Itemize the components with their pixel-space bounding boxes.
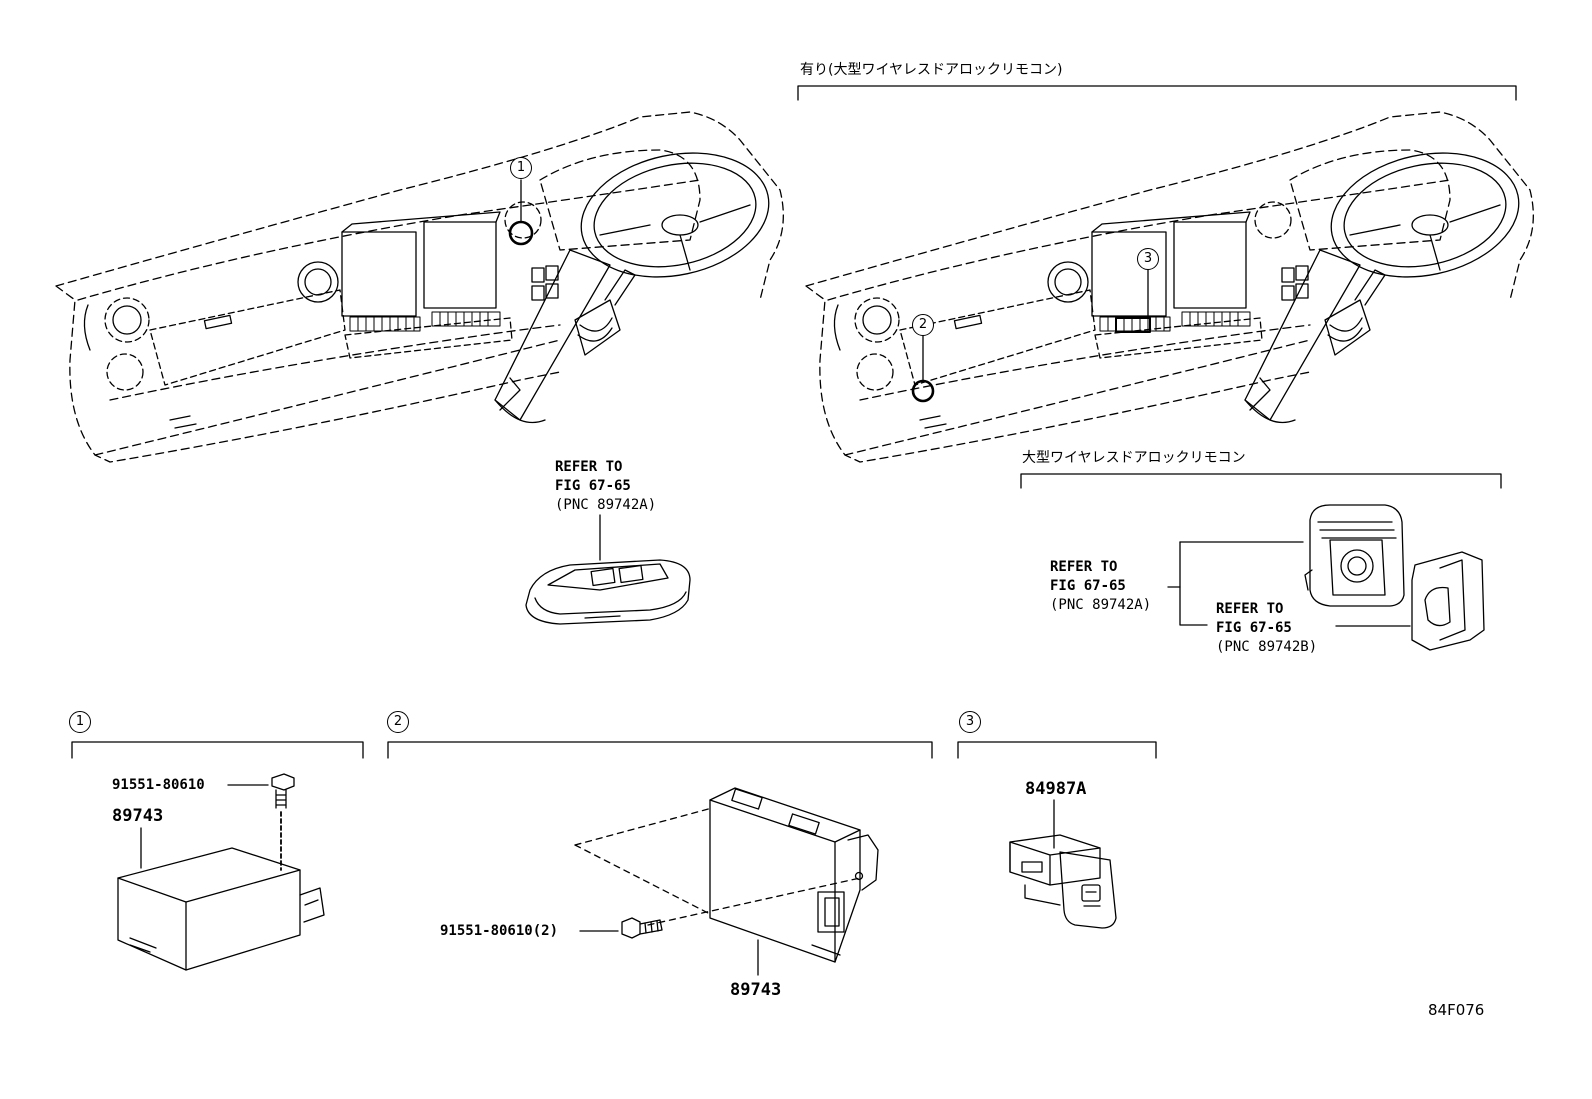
- bracket-with-remote: [797, 85, 1517, 101]
- key-fob-illustration: [525, 514, 691, 625]
- part-switch-3: 84987A: [1025, 779, 1087, 799]
- remote-a-refer-line1: REFER TO: [1050, 559, 1118, 575]
- switch-illustration: [1009, 799, 1117, 929]
- dashboard-right-illustration: [805, 111, 1534, 463]
- remote-a-refer-line2: FIG 67-65: [1050, 578, 1126, 594]
- header-with-remote: 有り(大型ワイヤレスドアロックリモコン): [800, 62, 1063, 78]
- callout-1-section: 1: [69, 711, 91, 733]
- fob-refer-line2: FIG 67-65: [555, 478, 631, 494]
- callout-3-section: 3: [959, 711, 981, 733]
- callout-2-top: 2: [912, 314, 934, 336]
- bracket-remote-group: [1020, 473, 1502, 489]
- mount-point-2-marker: [911, 379, 935, 403]
- fob-refer-line3: (PNC 89742A): [555, 497, 657, 513]
- section-2-bracket: [387, 741, 933, 759]
- remote-b-refer-line2: FIG 67-65: [1216, 620, 1292, 636]
- section-1-bracket: [71, 741, 364, 759]
- header-remote-group: 大型ワイヤレスドアロックリモコン: [1022, 450, 1246, 466]
- part-ecu-1: 89743: [112, 806, 164, 826]
- callout-3-top: 3: [1137, 248, 1159, 270]
- section-3-bracket: [957, 741, 1157, 759]
- wireless-remote-illustration: [1167, 504, 1485, 651]
- part-ecu-2: 89743: [730, 980, 782, 1000]
- fob-refer-line1: REFER TO: [555, 459, 623, 475]
- ecu-unit-2-illustration: [574, 787, 879, 976]
- ecu-unit-1-illustration: [117, 773, 325, 971]
- part-bolt-1: 91551-80610: [112, 777, 205, 793]
- callout-2-section: 2: [387, 711, 409, 733]
- remote-b-refer-line3: (PNC 89742B): [1216, 639, 1318, 655]
- remote-a-refer-line3: (PNC 89742A): [1050, 597, 1152, 613]
- callout-1-top: 1: [510, 157, 532, 179]
- dashboard-left-illustration: [55, 111, 784, 463]
- remote-b-refer-line1: REFER TO: [1216, 601, 1284, 617]
- part-bolt-2: 91551-80610(2): [440, 923, 559, 939]
- diagram-code: 84F076: [1428, 1001, 1485, 1019]
